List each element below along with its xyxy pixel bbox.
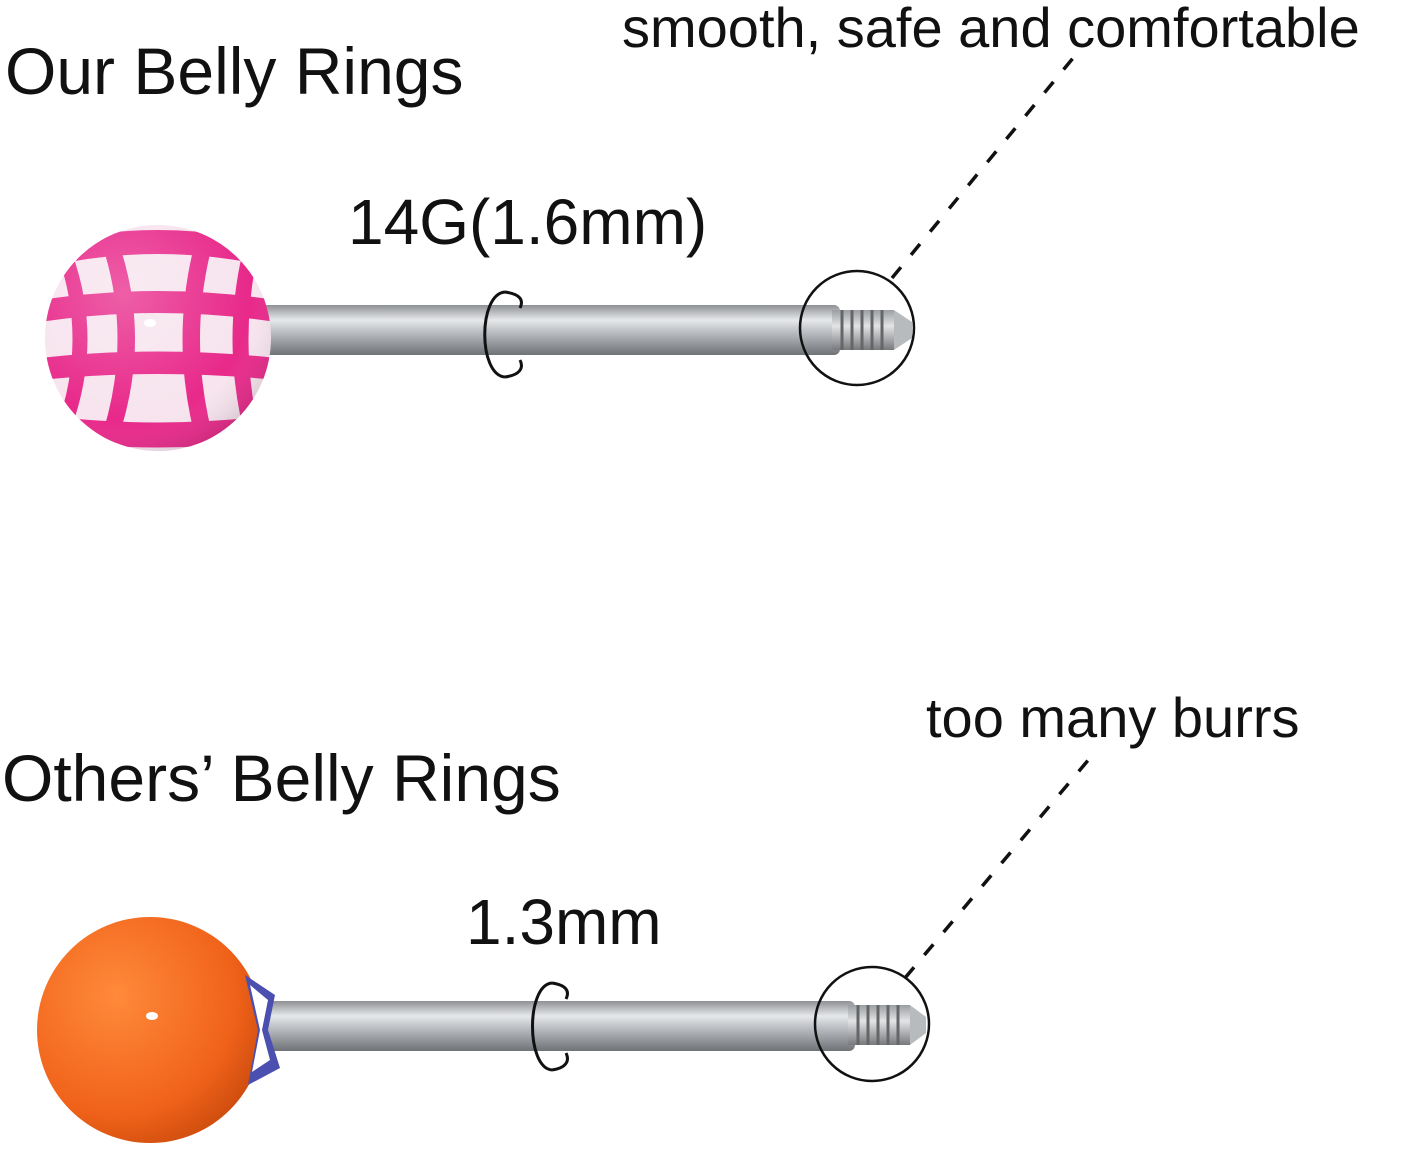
others-callout-text: too many burrs: [926, 686, 1300, 749]
ours-ball: [45, 225, 271, 451]
ours-gauge-label: 14G(1.6mm): [348, 186, 708, 258]
ours-callout-text: smooth, safe and comfortable: [622, 0, 1360, 59]
ours-leader-line: [890, 50, 1080, 280]
others-barbell: [37, 917, 926, 1143]
others-leader-line: [903, 750, 1097, 980]
ours-title: Our Belly Rings: [5, 34, 464, 108]
others-title: Others’ Belly Rings: [2, 741, 561, 815]
ours-callout-circle: [798, 269, 916, 387]
ours-bar: [255, 305, 840, 355]
ours-thread: [832, 310, 912, 350]
ours-gauge-marker: [483, 290, 523, 379]
others-callout-circle: [813, 965, 931, 1083]
others-bar: [255, 1001, 855, 1051]
others-gauge-label: 1.3mm: [466, 886, 662, 958]
others-thread: [848, 1005, 926, 1045]
others-gauge-marker: [531, 981, 569, 1072]
others-ball: [37, 917, 280, 1143]
ours-barbell: [45, 225, 912, 451]
